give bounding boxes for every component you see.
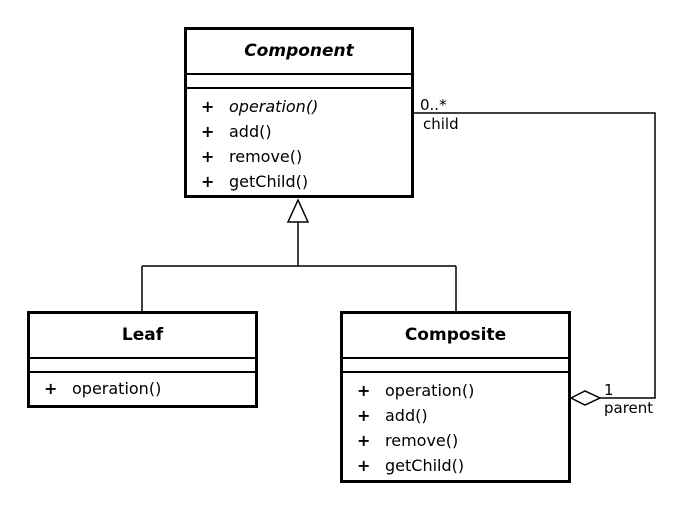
- visibility-marker: +: [201, 147, 215, 166]
- generalization-arrowhead: [286, 198, 310, 223]
- attributes-compartment: [30, 357, 255, 371]
- attributes-compartment: [343, 357, 568, 371]
- attributes-compartment: [187, 73, 411, 87]
- parent-multiplicity-label: 1: [604, 381, 614, 399]
- class-component[interactable]: Component + operation() + add() + remove…: [184, 27, 414, 198]
- operation-item: operation(): [72, 379, 162, 398]
- class-leaf[interactable]: Leaf + operation(): [27, 311, 258, 408]
- visibility-marker: +: [357, 406, 371, 425]
- visibility-marker: +: [201, 172, 215, 191]
- class-name: Leaf: [121, 325, 164, 345]
- aggregation-line: [413, 112, 656, 399]
- aggregation-diamond: [569, 390, 602, 406]
- class-name: Component: [244, 41, 354, 61]
- operations-compartment: + operation(): [30, 371, 255, 405]
- operations-compartment: + operation() + add() + remove() + getCh…: [187, 87, 411, 195]
- parent-role-label: parent: [604, 399, 654, 417]
- visibility-marker: +: [357, 381, 371, 400]
- visibility-marker: +: [201, 122, 215, 141]
- class-name: Composite: [404, 325, 507, 345]
- operation-item: getChild(): [229, 172, 309, 191]
- class-composite[interactable]: Composite + operation() + add() + remove…: [340, 311, 571, 483]
- visibility-marker: +: [357, 456, 371, 475]
- visibility-marker: +: [357, 431, 371, 450]
- visibility-marker: +: [201, 97, 215, 116]
- operation-item: remove(): [385, 431, 459, 450]
- operation-item: add(): [385, 406, 428, 425]
- operations-compartment: + operation() + add() + remove() + getCh…: [343, 371, 568, 480]
- operation-item: getChild(): [385, 456, 465, 475]
- operation-item: operation(): [229, 97, 319, 116]
- child-multiplicity-label: 0..*: [420, 96, 447, 114]
- operation-item: operation(): [385, 381, 475, 400]
- operation-item: add(): [229, 122, 272, 141]
- child-role-label: child: [423, 115, 459, 133]
- operation-item: remove(): [229, 147, 303, 166]
- visibility-marker: +: [44, 379, 58, 398]
